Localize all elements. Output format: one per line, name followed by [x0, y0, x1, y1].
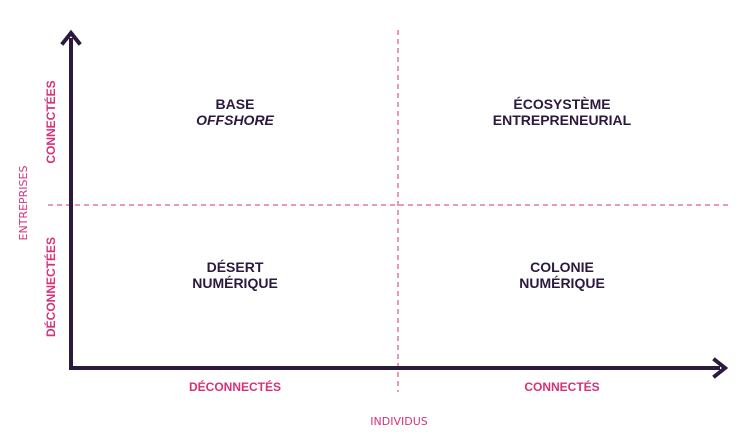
quadrant-top-right-line1: ÉCOSYSTÈME [513, 96, 610, 112]
quadrant-bottom-left-line2: NUMÉRIQUE [192, 275, 278, 291]
y-axis-high-label: CONNECTÉES [43, 80, 58, 163]
x-axis-arrowhead [712, 357, 729, 379]
quadrant-top-right-line2: ENTREPRENEURIAL [493, 112, 632, 128]
quadrant-bottom-right-line1: COLONIE [530, 259, 594, 275]
x-axis-title: INDIVIDUS [370, 415, 427, 428]
y-axis-arrowhead [60, 29, 82, 46]
x-axis-high-label: CONNECTÉS [524, 379, 599, 394]
quadrant-bottom-left-line1: DÉSERT [207, 259, 264, 275]
quadrant-top-left-line1: BASE [216, 96, 255, 112]
y-axis-low-label: DÉCONNECTÉES [43, 237, 58, 337]
y-axis-title: ENTREPRISES [17, 166, 30, 241]
x-axis-low-label: DÉCONNECTÉS [189, 379, 281, 394]
quadrant-top-left-line2: OFFSHORE [196, 112, 274, 128]
quadrant-bottom-right-line2: NUMÉRIQUE [519, 275, 605, 291]
